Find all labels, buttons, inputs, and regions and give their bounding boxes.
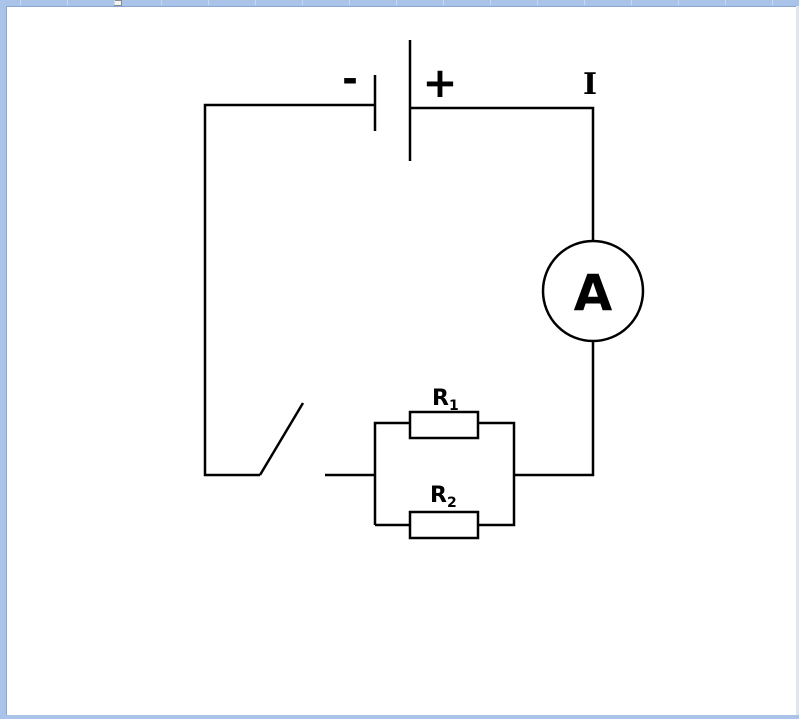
ruler-tick [20, 0, 21, 5]
page-bottom-edge [0, 715, 799, 719]
ruler-tick [161, 0, 162, 5]
ruler-tick [396, 0, 397, 5]
resistor-r1-name: R [432, 386, 449, 411]
parallel-left-branch [373, 421, 410, 525]
current-label: I [583, 67, 597, 102]
resistor-r1 [408, 410, 480, 440]
ruler-tick [443, 0, 444, 5]
circuit-wires [203, 40, 645, 540]
top-ruler [0, 0, 799, 7]
ruler-tick [772, 0, 773, 5]
resistor-r2-subscript: 2 [447, 495, 457, 511]
parallel-right-branch [478, 421, 516, 527]
ruler-tick [725, 0, 726, 5]
ruler-tick [302, 0, 303, 5]
wire-left-loop [203, 103, 375, 477]
wire-parallel-to-ammeter [514, 341, 595, 477]
left-page-border [0, 6, 7, 719]
ruler-tick [208, 0, 209, 5]
resistor-r1-subscript: 1 [449, 398, 459, 414]
battery-positive-label: + [422, 58, 457, 107]
resistor-r2 [408, 510, 480, 540]
ammeter-circle [541, 239, 645, 343]
ruler-tick [584, 0, 585, 5]
resistor-r1-label: R1 [432, 386, 459, 414]
ruler-tick [537, 0, 538, 5]
page-right-edge [796, 6, 799, 719]
resistor-r2-label: R2 [430, 483, 457, 511]
ruler-tick [349, 0, 350, 5]
wire-ammeter-to-battery [410, 106, 595, 241]
ruler-tick [67, 0, 68, 5]
resistor-r2-name: R [430, 483, 447, 508]
ammeter-label: A [574, 264, 613, 322]
ruler-tick [678, 0, 679, 5]
ruler-tick [490, 0, 491, 5]
ruler-tick [631, 0, 632, 5]
ruler-tick [255, 0, 256, 5]
ruler-tick [114, 0, 115, 5]
battery-negative-label: - [342, 57, 358, 101]
switch-blade [258, 402, 305, 476]
